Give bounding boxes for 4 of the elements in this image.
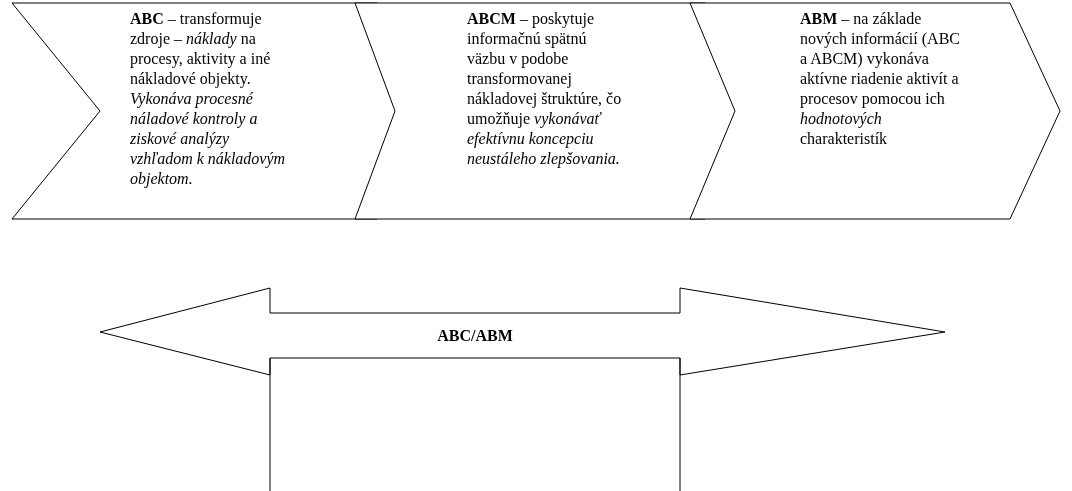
description-text: ABC – transformuje zdroje – náklady na procesy, aktivity a iné nákladové objekty. Vykonáva procesné náladové kontroly a ziskové analýzy vzhľadom k nákladovým objektom. [130,9,287,189]
description-text: ABCM – poskytuje informačnú spätnú väzbu v podobe transformovanej nákladovej štruktúre, čo umožňuje vykonávať efektívnu koncepciu neustáleho zlepšovania. [467,9,622,169]
description-text: ABM – na základe nových informácií (ABC a ABCM) vykonáva aktívne riadenie aktivít a procesov pomocou ich hodnotových charakteristík [800,9,960,149]
arrow-label: ABC/ABM [436,326,514,346]
